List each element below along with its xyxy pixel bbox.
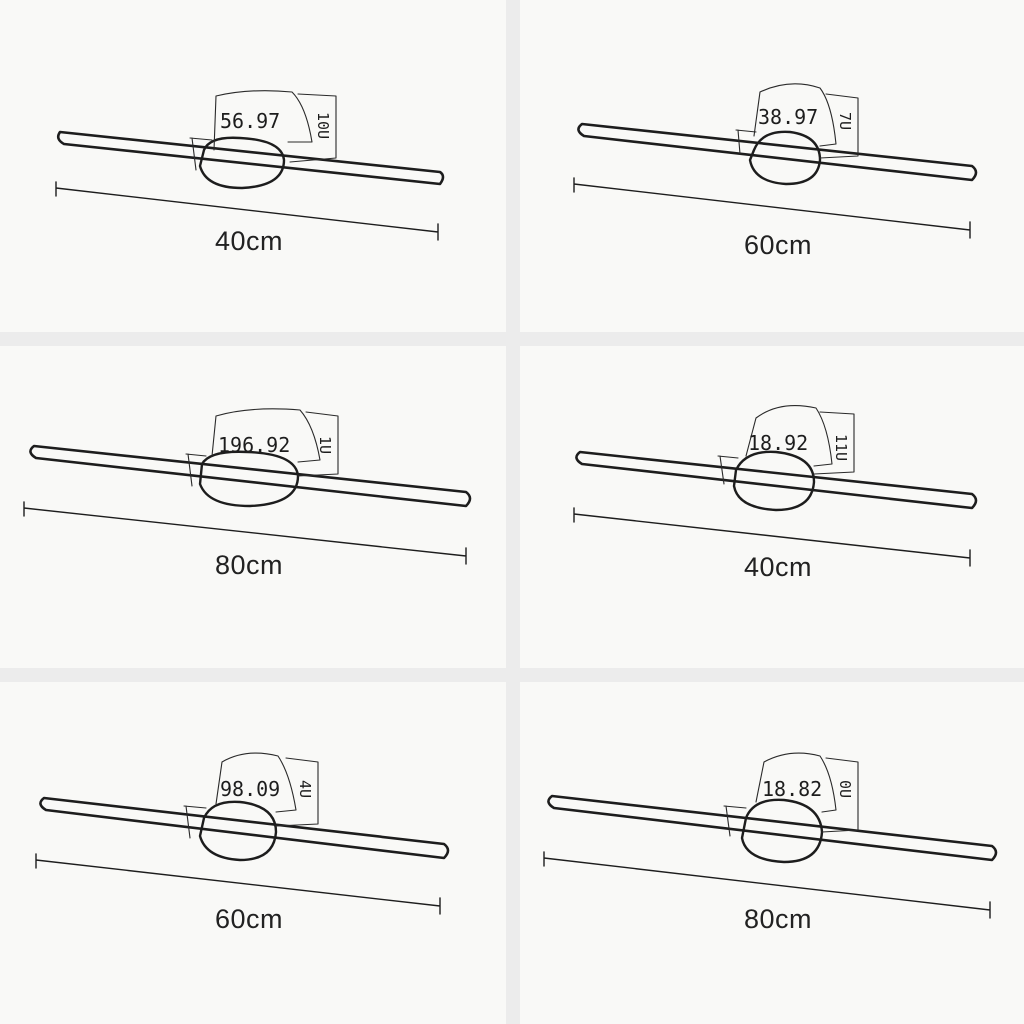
side-mark: 1U: [316, 436, 334, 454]
size-label: 40cm: [743, 552, 813, 582]
sketch-reading: 38.97: [758, 105, 818, 129]
panel-60cm-a: 38.97 7U 60cm: [520, 0, 1024, 332]
sketch-reading: 56.97: [220, 109, 280, 133]
lamp-sketch: 196.92 1U: [23, 408, 472, 565]
side-mark: 11U: [832, 434, 850, 461]
sketch-reading: 18.92: [748, 431, 808, 455]
size-label: 80cm: [743, 904, 813, 934]
panel-60cm-b: 98.09 4U 60cm: [0, 682, 506, 1024]
sketch-reading: 196.92: [218, 433, 290, 457]
panel-40cm-a: 56.97 10U 40cm: [0, 0, 506, 332]
sketch-reading: 98.09: [220, 777, 280, 801]
side-mark: 10U: [314, 112, 332, 139]
side-mark: 0U: [836, 780, 854, 798]
panel-80cm-b: 18.82 0U 80cm: [520, 682, 1024, 1024]
side-mark: 7U: [836, 112, 854, 130]
lamp-sketch: 18.92 11U: [573, 405, 978, 567]
panel-40cm-b: 18.92 11U 40cm: [520, 346, 1024, 668]
side-mark: 4U: [296, 780, 314, 798]
panel-80cm-a: 196.92 1U 80cm: [0, 346, 506, 668]
size-label: 80cm: [214, 550, 284, 580]
size-label: 40cm: [214, 226, 284, 256]
size-label: 60cm: [743, 230, 813, 260]
lamp-sketch: 18.82 0U: [543, 752, 998, 919]
lamp-sketch: 56.97 10U: [55, 90, 445, 241]
size-label: 60cm: [214, 904, 284, 934]
lamp-sketch: 38.97 7U: [573, 83, 978, 239]
sketch-reading: 18.82: [762, 777, 822, 801]
lamp-sketch: 98.09 4U: [35, 752, 450, 915]
